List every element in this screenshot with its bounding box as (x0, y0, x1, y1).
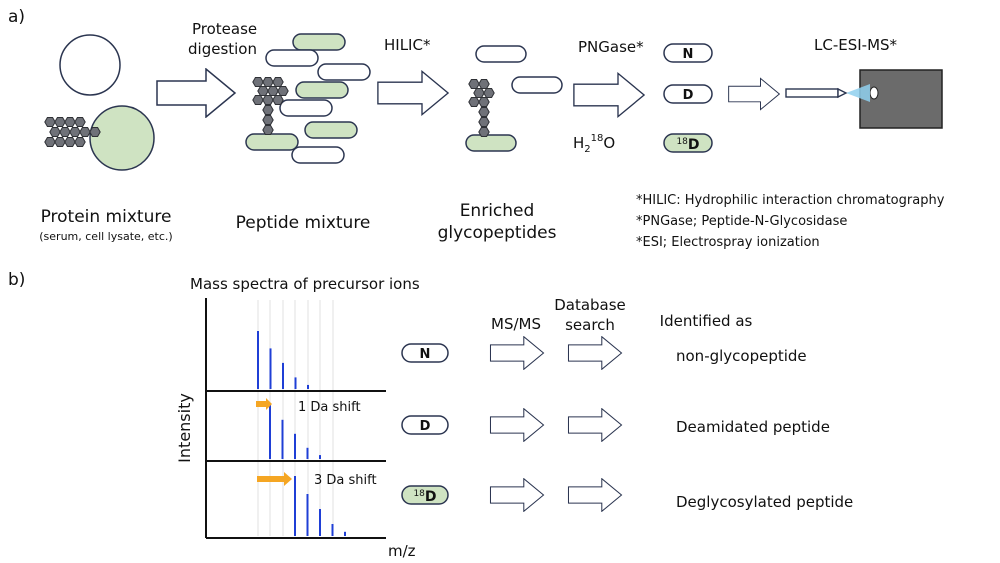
step-hilic: HILIC* (384, 36, 431, 54)
header-identified: Identified as (660, 312, 753, 330)
pill-n (401, 343, 449, 363)
spectra-plot: 1 Da shift 3 Da shift (205, 298, 386, 539)
protein-circle (59, 34, 121, 96)
arrow-ms (728, 77, 780, 111)
shift-label-2: 3 Da shift (314, 473, 377, 488)
shift-arrow-1 (256, 398, 272, 410)
pill-n-label: N (420, 347, 431, 362)
protein-mixture-illustration (44, 34, 155, 171)
arrow-msms (489, 336, 545, 370)
peptide-pill (475, 45, 527, 63)
glycopeptide-pill (465, 134, 517, 152)
result-row-18d: 18D Deglycosylated peptide (401, 478, 853, 512)
pill-18d: 18D (663, 133, 713, 153)
shift-arrow-2 (257, 472, 292, 486)
caption-protein-sub: (serum, cell lysate, etc.) (39, 230, 172, 243)
x-axis-label: m/z (388, 542, 416, 560)
enriched-glycopeptides-illustration (465, 45, 563, 152)
pill-d: D (663, 84, 713, 104)
header-database-line2: search (565, 316, 615, 334)
spray-plume (846, 84, 870, 102)
caption-enriched-line1: Enriched (460, 201, 535, 221)
result-label: non-glycopeptide (676, 347, 807, 365)
result-row-n: N non-glycopeptide (401, 336, 807, 370)
shift-label-1: 1 Da shift (298, 400, 361, 415)
ms-inlet (869, 86, 879, 100)
peptide-pill (292, 33, 346, 51)
arrow-msms (489, 478, 545, 512)
arrow-pngase (573, 72, 645, 118)
peptide-pill (304, 121, 358, 139)
panel-a-label: a) (8, 7, 25, 27)
arrow-database (567, 408, 623, 442)
step-lcesims: LC-ESI-MS* (814, 36, 898, 54)
pill-d-label: D (420, 419, 431, 434)
step-protease-line2: digestion (188, 40, 257, 58)
glycoprotein-circle (89, 105, 155, 171)
footnote-hilic: *HILIC: Hydrophilic interaction chromato… (636, 193, 945, 208)
spectra-title: Mass spectra of precursor ions (190, 275, 420, 293)
caption-protein-mixture: Protein mixture (41, 207, 172, 227)
pill-n-label: N (683, 47, 694, 62)
esi-needle (785, 88, 839, 98)
pill-d-label: D (683, 88, 694, 103)
peptide-pill (279, 99, 333, 117)
step-protease-line1: Protease (192, 20, 257, 38)
arrow-msms (489, 408, 545, 442)
water-label: H218O (573, 133, 615, 155)
glycan-tree-enriched (468, 79, 495, 137)
caption-enriched-line2: glycopeptides (438, 223, 557, 243)
pill-18d-label: 18D (676, 137, 699, 153)
pill-n: N (663, 43, 713, 63)
peptide-mixture-illustration (245, 33, 371, 164)
step-pngase: PNGase* (578, 38, 644, 56)
caption-peptide-mixture: Peptide mixture (236, 213, 371, 233)
peptide-pill (511, 76, 563, 94)
header-database-line1: Database (554, 296, 626, 314)
arrow-hilic (377, 70, 449, 116)
arrow-database (567, 478, 623, 512)
peptide-pill (245, 133, 299, 151)
ms-instrument-illustration (785, 69, 943, 129)
peaks (257, 331, 346, 536)
esi-tip (837, 87, 848, 99)
panel-b-label: b) (8, 270, 25, 290)
arrow-database (567, 336, 623, 370)
pill-18d-label: 18D (413, 489, 436, 505)
peptide-pill (317, 63, 371, 81)
footnote-pngase: *PNGase; Peptide-N-Glycosidase (636, 214, 847, 229)
y-axis-label: Intensity (175, 393, 194, 463)
arrow-digestion (156, 68, 236, 118)
pill-18d (401, 485, 449, 505)
result-label: Deamidated peptide (676, 418, 830, 436)
peptide-pill (265, 49, 319, 67)
pill-d (401, 415, 449, 435)
result-label: Deglycosylated peptide (676, 493, 853, 511)
header-msms: MS/MS (491, 315, 541, 333)
peptide-pill (295, 81, 349, 99)
peptide-pill (291, 146, 345, 164)
footnote-esi: *ESI; Electrospray ionization (636, 235, 820, 250)
result-row-d: D Deamidated peptide (401, 408, 830, 442)
